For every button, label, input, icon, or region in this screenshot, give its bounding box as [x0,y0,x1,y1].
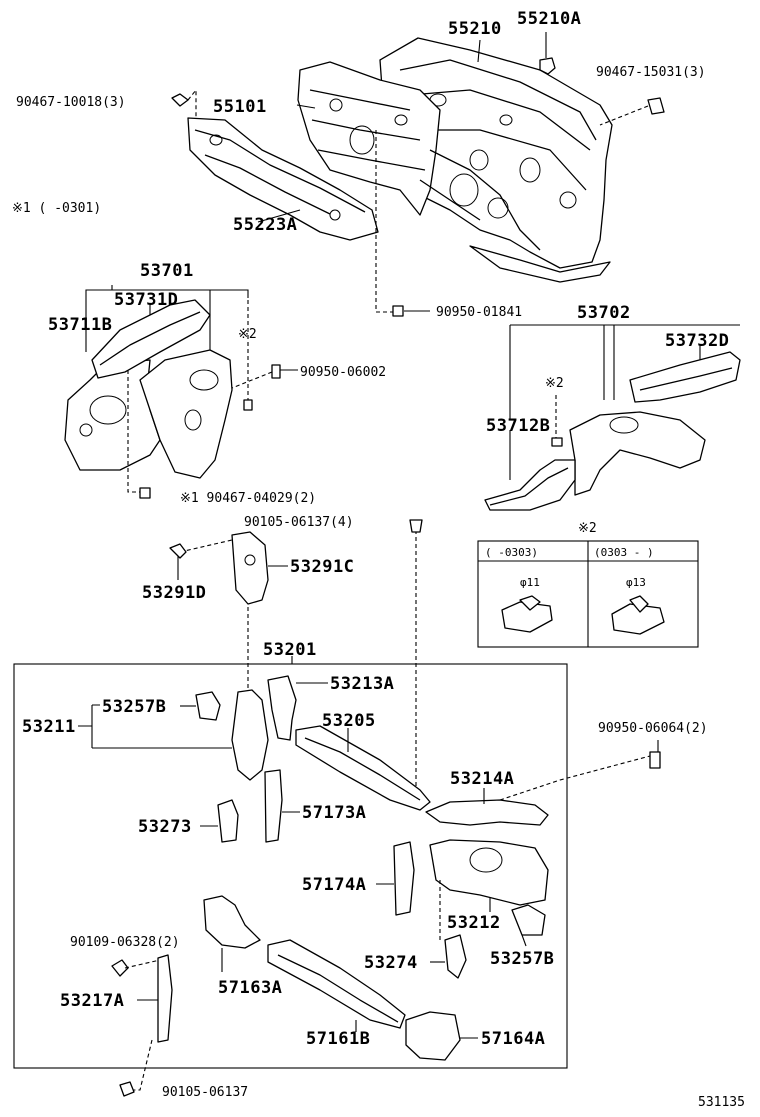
label-57164a: 57164A [481,1029,545,1049]
label-55210a: 55210A [517,9,581,29]
table-col2-head: (0303 - ) [594,546,654,559]
bracket-57163a [203,895,261,949]
label-mark2-table: ※2 [578,521,597,536]
clip-55210a [539,57,556,75]
label-53273: 53273 [138,817,192,837]
label-53731d: 53731D [114,290,178,310]
upper-support-53205 [295,725,431,811]
bracket-53274 [444,934,467,979]
support-assembly-box [13,663,568,1069]
label-57173a: 57173A [302,803,366,823]
clip-90467-10018 [171,93,189,107]
apron-53702 [484,351,741,511]
label-53201: 53201 [263,640,317,660]
label-57161b: 57161B [306,1029,370,1049]
table-col2-size: φ13 [626,576,646,589]
label-53291c: 53291C [290,557,354,577]
label-53291d: 53291D [142,583,206,603]
brace-57174a [393,841,415,916]
cowl-panel-55223a [187,117,379,241]
label-90109-06328: 90109-06328(2) [70,935,180,950]
lower-support-57161b [267,939,406,1029]
bracket-57164a [405,1011,461,1061]
label-53257b-upper: 53257B [102,697,166,717]
side-member-53211 [195,689,269,781]
bracket-53273 [217,799,239,843]
label-53217a: 53217A [60,991,124,1011]
bracket-53213a [267,675,297,741]
label-90950-01841: 90950-01841 [436,305,522,320]
label-55223a: 55223A [233,215,297,235]
upper-support-53214a [425,799,549,826]
label-53205: 53205 [322,711,376,731]
label-53712b: 53712B [486,416,550,436]
label-53274: 53274 [364,953,418,973]
side-member-53212 [429,839,549,906]
label-53701: 53701 [140,261,194,281]
label-55210: 55210 [448,19,502,39]
label-90105-06137: 90105-06137 [162,1085,248,1100]
bracket-53257b-lower [511,904,546,936]
label-53702: 53702 [577,303,631,323]
label-mark2-left: ※2 [238,327,257,342]
brace-53217a [157,954,173,1043]
label-53257b-lower: 53257B [490,949,554,969]
label-53732d: 53732D [665,331,729,351]
label-90105-06137-4: 90105-06137(4) [244,515,354,530]
label-53214a: 53214A [450,769,514,789]
brace-57173a [264,769,283,843]
label-90950-06002: 90950-06002 [300,365,386,380]
table-col1-head: ( -0303) [485,546,538,559]
clip-90467-15031 [647,97,665,115]
label-53711b: 53711B [48,315,112,335]
label-note1-range: ※1 ( -0301) [12,201,101,216]
diagram-id: 531135 [698,1095,745,1110]
label-57163a: 57163A [218,978,282,998]
label-57174a: 57174A [302,875,366,895]
label-90950-06064: 90950-06064(2) [598,721,708,736]
apron-53701 [64,299,233,479]
variant-table [477,540,699,648]
label-90467-10018: 90467-10018(3) [16,95,126,110]
label-90467-04029: ※1 90467-04029(2) [180,491,316,506]
label-55101: 55101 [213,97,267,117]
label-53211: 53211 [22,717,76,737]
label-53213a: 53213A [330,674,394,694]
label-90467-15031: 90467-15031(3) [596,65,706,80]
table-col1-size: φ11 [520,576,540,589]
dash-panel-55101 [297,61,541,251]
label-53212: 53212 [447,913,501,933]
label-mark2-right: ※2 [545,376,564,391]
bracket-53291c [231,531,269,605]
